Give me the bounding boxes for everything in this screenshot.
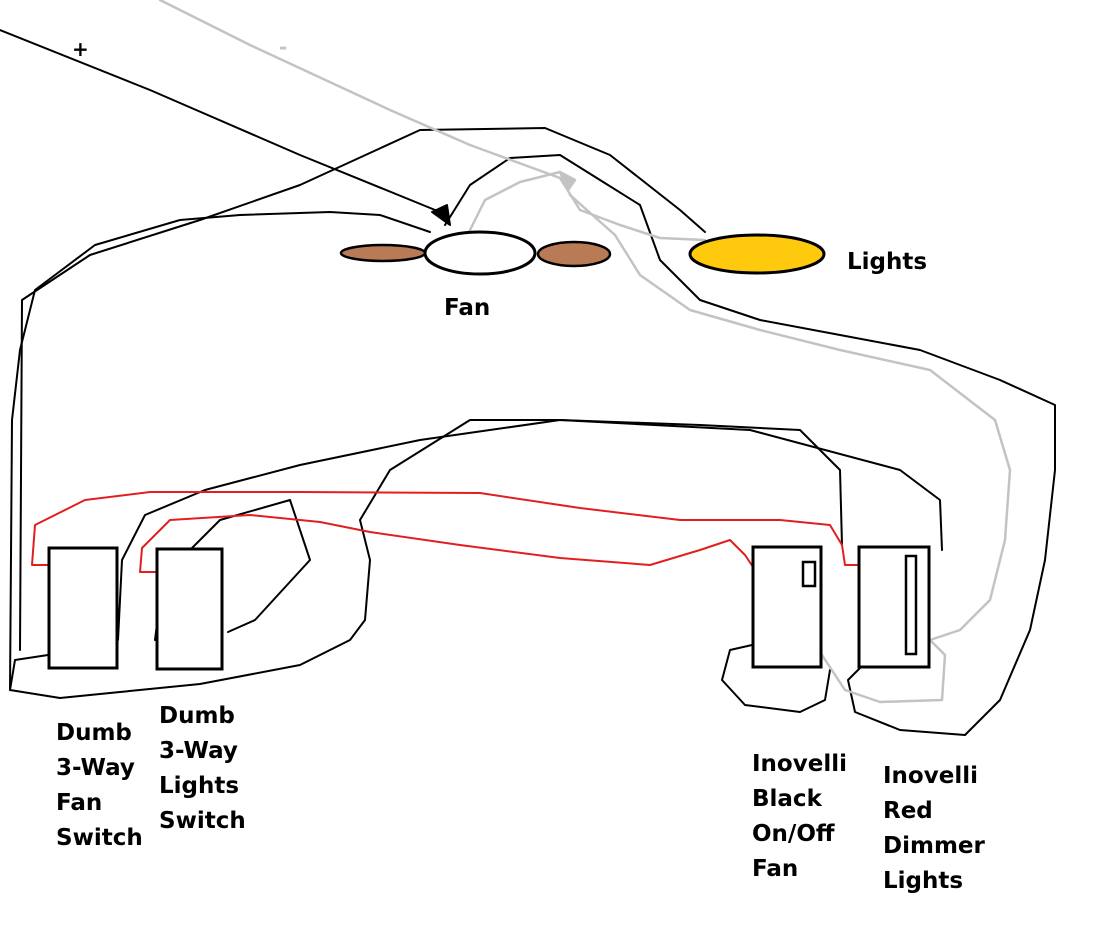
label-line: Inovelli (752, 751, 847, 777)
negative-polarity-label: - (279, 35, 288, 59)
supply-neutral-wire (158, 0, 562, 180)
fan-body (423, 230, 537, 276)
neutral-arrowhead (558, 170, 577, 192)
label-line: 3-Way (159, 738, 238, 764)
traveler-wire-fan (31, 491, 859, 566)
fan-switch-outer-wire (19, 127, 706, 651)
label-line: Inovelli (883, 763, 978, 789)
supply-hot-wire (0, 29, 441, 213)
neutral-to-fan (468, 170, 562, 232)
label-line: Black (752, 786, 822, 812)
traveler-wire-lights (139, 514, 756, 573)
traveler-wires (31, 491, 859, 573)
label-line: Switch (56, 825, 143, 851)
neutral-to-inovelli (568, 193, 1012, 704)
neutral-to-lights (558, 176, 707, 242)
fan-icon (339, 230, 612, 276)
hot-wires (0, 29, 1056, 736)
fan-feed-wire (9, 211, 431, 691)
label-line: Dumb (159, 703, 235, 729)
lights-return-wire (444, 154, 1056, 736)
label-line: Fan (752, 856, 799, 882)
dumb-lights-switch-label: Dumb 3-Way Lights Switch (159, 699, 246, 839)
dumb-lights-switch (155, 547, 224, 671)
label-line: On/Off (752, 821, 835, 847)
inovelli-black-label: Inovelli Black On/Off Fan (752, 747, 847, 887)
inovelli-red-led-bar (904, 554, 918, 656)
label-line: Dumb (56, 720, 132, 746)
label-line: Switch (159, 808, 246, 834)
inovelli-red-label: Inovelli Red Dimmer Lights (883, 759, 985, 899)
supply-arrowhead (431, 204, 451, 226)
fan-switch-left-loop (9, 419, 843, 699)
fan-blade-right (536, 240, 612, 268)
dumb-fan-switch (47, 546, 119, 670)
fan-label: Fan (444, 295, 491, 321)
label-line: Lights (159, 773, 240, 799)
label-line: Lights (883, 868, 964, 894)
inovelli-red-switch (857, 545, 931, 669)
light-icon (688, 233, 826, 275)
lights-switch-loop (117, 419, 943, 641)
inovelli-black-load-wire (721, 644, 831, 713)
positive-polarity-label: + (72, 37, 89, 61)
fan-blade-left (339, 243, 427, 263)
label-line: 3-Way (56, 755, 135, 781)
neutral-wires (158, 0, 1012, 704)
label-line: Dimmer (883, 833, 985, 859)
inovelli-black-led-bar (801, 560, 817, 588)
dumb-fan-switch-label: Dumb 3-Way Fan Switch (56, 716, 143, 856)
lights-label: Lights (847, 249, 928, 275)
label-line: Fan (56, 790, 103, 816)
label-line: Red (883, 798, 933, 824)
